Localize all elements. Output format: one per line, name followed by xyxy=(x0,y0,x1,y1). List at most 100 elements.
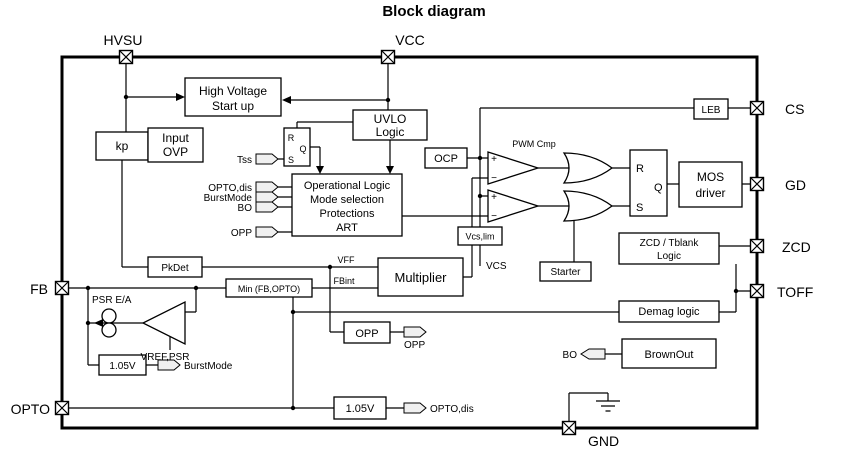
block-zcd-tblank-logic: ZCD / Tblank Logic xyxy=(618,232,720,265)
opp-input-tag xyxy=(255,226,279,238)
tss-tag xyxy=(255,153,279,165)
op-logic-label-3: Protections xyxy=(319,208,375,220)
block-kp: kp xyxy=(95,131,149,161)
small-latch-r-label: R xyxy=(288,133,295,143)
vref-psr-label: VREF,PSR xyxy=(141,352,190,363)
diagram-title: Block diagram xyxy=(382,3,485,20)
vcs-lim-box xyxy=(457,226,503,246)
comparator-2-plus: + xyxy=(491,192,497,203)
starter-box xyxy=(539,261,592,282)
pin-cs xyxy=(749,100,765,116)
multiplier-label: Multiplier xyxy=(394,270,447,285)
pkdet-label: PkDet xyxy=(161,263,188,274)
comparator-1-plus: + xyxy=(491,154,497,165)
block-operational-logic: Operational Logic Mode selection Protect… xyxy=(291,173,403,237)
pwm-comparator-1: + − xyxy=(487,151,541,185)
opp-output-tag xyxy=(403,326,427,338)
v105-opto-box xyxy=(333,396,387,420)
comparator-1-minus: − xyxy=(491,173,497,184)
psr-ea-symbol xyxy=(141,300,186,346)
psr-ea-label: PSR E/A xyxy=(92,295,132,306)
block-min-fb-opto: Min (FB,OPTO) xyxy=(225,278,313,298)
mos-driver-label-2: driver xyxy=(695,186,725,200)
demag-logic-box xyxy=(618,300,720,323)
latch-s-label: S xyxy=(636,202,643,214)
small-latch-q-label: Q xyxy=(299,144,306,154)
op-logic-label-1: Operational Logic xyxy=(304,180,391,192)
latch-r-label: R xyxy=(636,163,644,175)
block-ocp: OCP xyxy=(424,147,468,169)
comparator-1-symbol xyxy=(487,151,541,185)
pin-fb-cross xyxy=(55,281,69,295)
ocp-box xyxy=(424,147,468,169)
block-main-sr-latch: R Q S xyxy=(629,149,668,217)
uvlo-box xyxy=(352,109,428,141)
pwm-comparator-2: + − xyxy=(487,189,541,223)
min-fb-opto-box xyxy=(225,278,313,298)
block-105v-burstmode: 1.05V xyxy=(98,354,147,376)
block-pkdet: PkDet xyxy=(147,256,203,278)
pin-hvsu xyxy=(118,49,134,65)
fbint-label: FBint xyxy=(333,276,355,286)
block-brownout: BrownOut xyxy=(621,338,717,369)
small-latch-s-label: S xyxy=(288,155,294,165)
pin-gd-cross xyxy=(750,177,764,191)
block-input-ovp: Input OVP xyxy=(147,127,204,163)
comparator-2-minus: − xyxy=(491,211,497,222)
bo-output-tag xyxy=(580,348,606,360)
block-leb: LEB xyxy=(693,98,729,120)
min-fb-opto-label: Min (FB,OPTO) xyxy=(238,284,300,294)
block-starter: Starter xyxy=(539,261,592,282)
v105-burst-label: 1.05V xyxy=(109,361,135,372)
pin-toff xyxy=(749,283,765,299)
hv-startup-label-2: Start up xyxy=(212,99,254,113)
brownout-box xyxy=(621,338,717,369)
leb-label: LEB xyxy=(702,105,721,116)
block-hv-startup: High Voltage Start up xyxy=(184,77,282,117)
pin-cs-cross xyxy=(750,101,764,115)
pin-vcc xyxy=(380,49,396,65)
opp-box xyxy=(343,321,391,344)
leb-box xyxy=(693,98,729,120)
block-uvlo: UVLO Logic xyxy=(352,109,428,141)
hv-startup-label-1: High Voltage xyxy=(199,84,267,98)
pin-label-toff: TOFF xyxy=(777,284,813,300)
opto-dis-input-tag xyxy=(255,181,279,193)
pin-label-vcc: VCC xyxy=(395,32,425,48)
or-gate-2 xyxy=(562,190,614,222)
pin-opto xyxy=(54,400,70,416)
latch-q-label: Q xyxy=(654,182,663,194)
signal-tags xyxy=(157,153,606,414)
brownout-label: BrownOut xyxy=(645,349,694,361)
comparator-2-symbol xyxy=(487,189,541,223)
current-source-symbol-bottom xyxy=(101,322,117,338)
op-logic-label-2: Mode selection xyxy=(310,194,384,206)
pwm-cmp-label: PWM Cmp xyxy=(512,139,556,149)
opto-dis-input-label: OPTO,dis xyxy=(208,183,252,194)
pin-label-cs: CS xyxy=(785,101,804,117)
pin-label-gnd: GND xyxy=(588,433,619,449)
or-gate-1 xyxy=(562,152,614,184)
pin-opto-cross xyxy=(55,401,69,415)
block-multiplier: Multiplier xyxy=(377,257,464,297)
zcd-tblank-label-1: ZCD / Tblank xyxy=(640,238,700,249)
psr-error-amplifier xyxy=(101,300,186,346)
pin-gnd-cross xyxy=(562,421,576,435)
pin-gnd xyxy=(561,420,577,436)
pin-toff-cross xyxy=(750,284,764,298)
multiplier-box xyxy=(377,257,464,297)
demag-logic-label: Demag logic xyxy=(638,306,700,318)
vff-label: VFF xyxy=(338,255,356,265)
uvlo-label-1: UVLO xyxy=(374,112,407,126)
v105-opto-label: 1.05V xyxy=(346,403,375,415)
opp-output-label: OPP xyxy=(404,340,425,351)
burstmode-output-tag xyxy=(157,359,181,371)
opp-box-label: OPP xyxy=(355,328,378,340)
zcd-tblank-label-2: Logic xyxy=(657,251,681,262)
input-ovp-label-1: Input xyxy=(162,131,189,145)
pin-vcc-cross xyxy=(381,50,395,64)
input-ovp-label-2: OVP xyxy=(163,145,188,159)
opto-dis-output-label: OPTO,dis xyxy=(430,404,474,415)
